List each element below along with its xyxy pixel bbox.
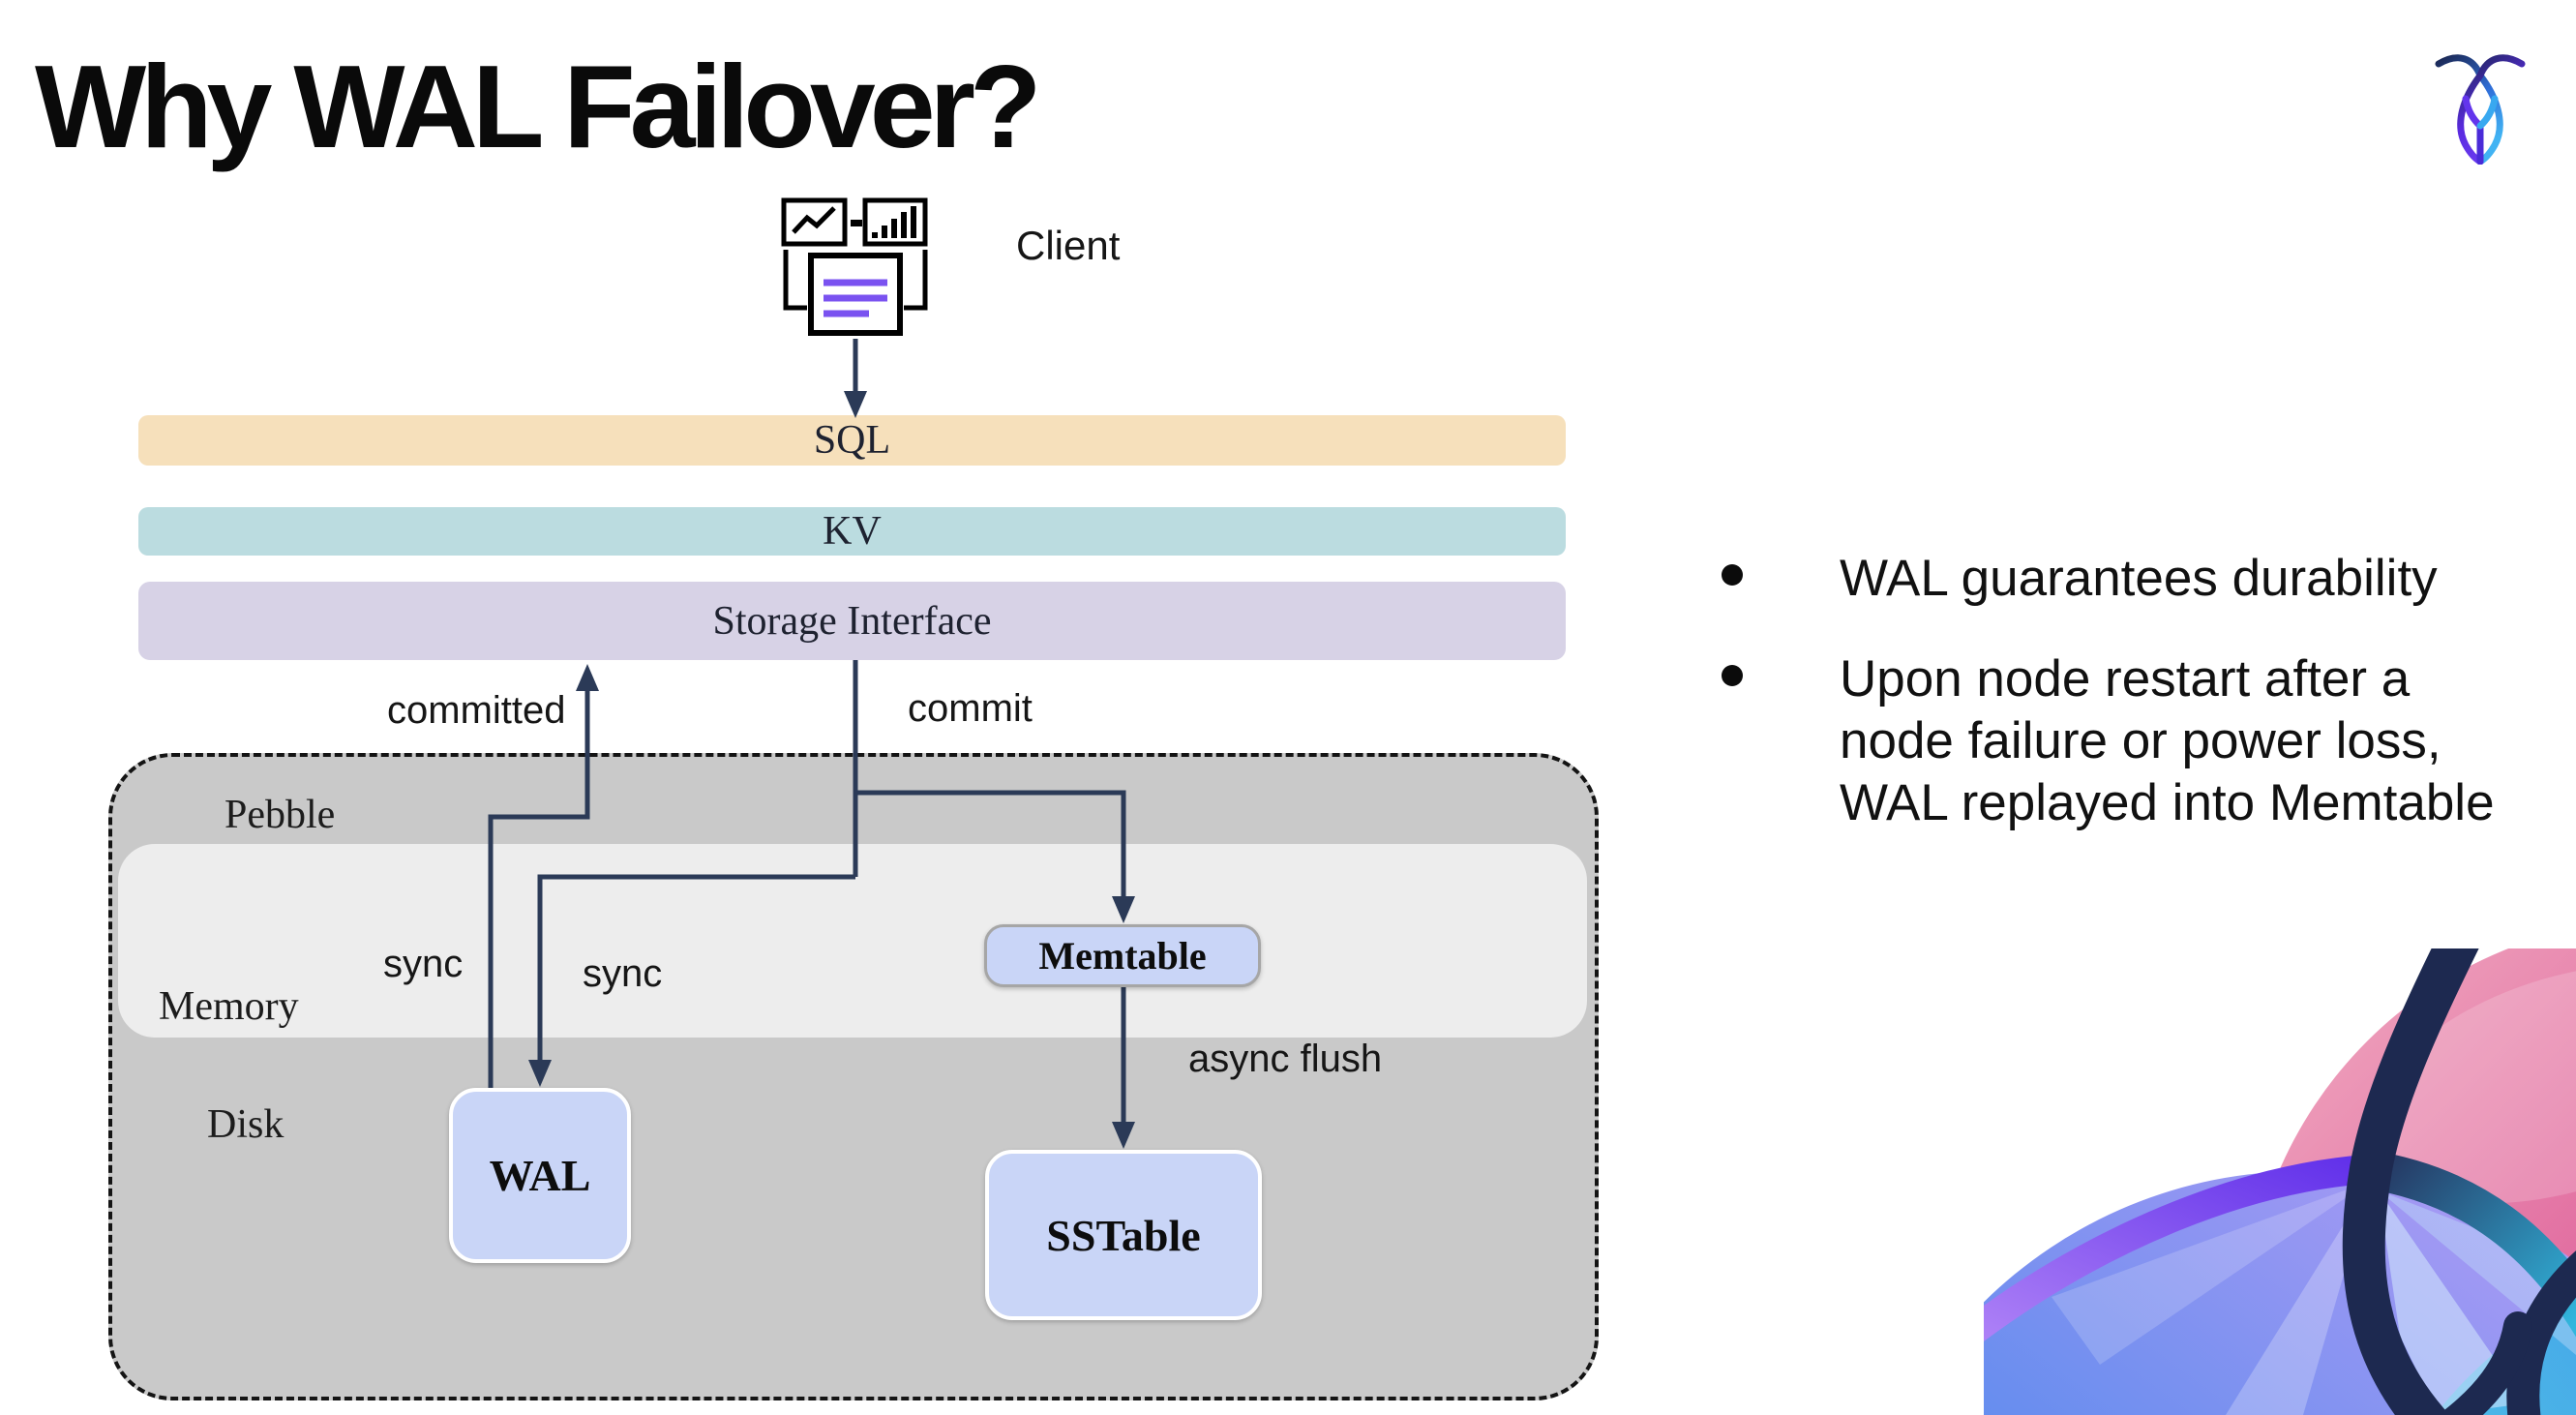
client-icon (781, 197, 928, 336)
bullet-list: WAL guarantees durability Upon node rest… (1722, 548, 2573, 873)
edge-label-committed: committed (387, 689, 566, 732)
node-wal-label: WAL (489, 1151, 591, 1200)
edge-label-async-flush: async flush (1188, 1038, 1383, 1080)
arrowhead-client (844, 391, 867, 418)
edge-label-commit: commit (908, 687, 1033, 730)
edge-label-sync-left: sync (383, 943, 464, 985)
layer-kv: KV (138, 507, 1566, 556)
cockroachdb-logo-icon (2435, 54, 2526, 165)
bullet-dot-icon (1722, 564, 1743, 586)
node-sstable: SSTable (985, 1150, 1262, 1320)
client-label: Client (1016, 223, 1121, 268)
bullet-dot-icon (1722, 665, 1743, 686)
bullet-text: Upon node restart after a node failure o… (1840, 650, 2495, 831)
list-item: Upon node restart after a node failure o… (1722, 648, 2573, 834)
memory-region (118, 844, 1587, 1038)
node-sstable-label: SSTable (1046, 1210, 1201, 1260)
disk-label: Disk (207, 1102, 285, 1147)
layer-kv-label: KV (823, 509, 882, 554)
layer-sql-label: SQL (813, 418, 891, 463)
layer-storage-interface: Storage Interface (138, 582, 1566, 660)
node-memtable: Memtable (984, 924, 1261, 987)
layer-storage-interface-label: Storage Interface (712, 598, 992, 644)
bullet-text: WAL guarantees durability (1840, 550, 2438, 607)
layer-sql: SQL (138, 415, 1566, 466)
pebble-label: Pebble (225, 793, 336, 837)
cockroachdb-artwork-decoration (1984, 948, 2576, 1415)
edge-label-sync-right: sync (583, 952, 663, 995)
arrowhead-committed (576, 664, 599, 691)
page-title: Why WAL Failover? (35, 41, 1042, 172)
memory-label: Memory (159, 984, 299, 1029)
node-wal: WAL (449, 1088, 631, 1263)
list-item: WAL guarantees durability (1722, 548, 2573, 610)
node-memtable-label: Memtable (1038, 934, 1207, 978)
